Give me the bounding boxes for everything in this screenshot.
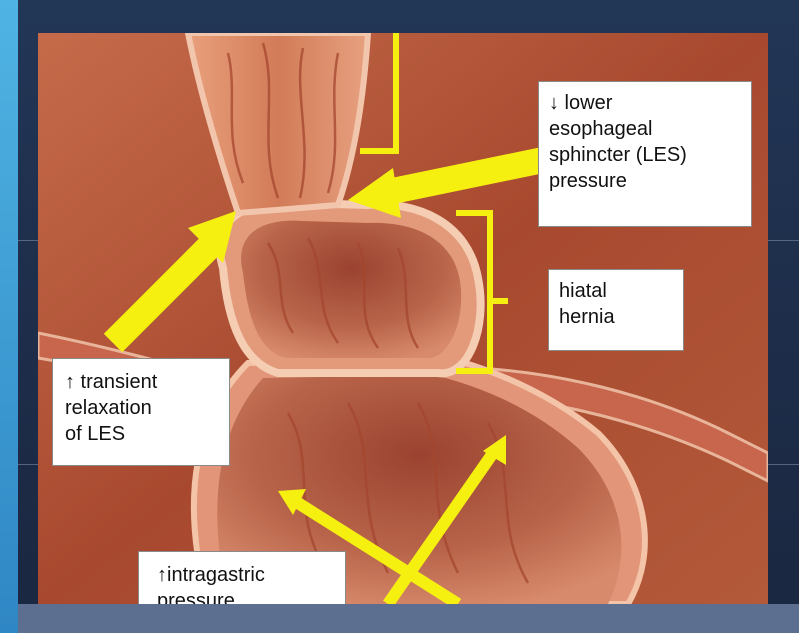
les-line-1: ↓ lower: [549, 90, 751, 116]
anatomy-illustration: ↓ lower esophageal sphincter (LES) press…: [38, 33, 768, 604]
hernia-sac-lumen: [241, 221, 461, 358]
transient-line-3: of LES: [65, 421, 229, 447]
accent-strip: [0, 0, 18, 633]
transient-line-2: relaxation: [65, 395, 229, 421]
transient-relaxation-label: ↑ transient relaxation of LES: [52, 358, 230, 466]
intragastric-line-1: ↑intragastric: [157, 562, 345, 588]
intragastric-line-2: pressure: [157, 588, 345, 604]
transient-line-1: ↑ transient: [65, 369, 229, 395]
hernia-line-1: hiatal: [559, 278, 683, 304]
les-line-2: esophageal: [549, 116, 751, 142]
les-pressure-label: ↓ lower esophageal sphincter (LES) press…: [538, 81, 752, 227]
hiatal-hernia-label: hiatal hernia: [548, 269, 684, 351]
bottom-band: [18, 604, 799, 633]
intragastric-pressure-label: ↑intragastric pressure: [138, 551, 346, 604]
hernia-line-2: hernia: [559, 304, 683, 330]
les-line-4: pressure: [549, 168, 751, 194]
les-line-3: sphincter (LES): [549, 142, 751, 168]
